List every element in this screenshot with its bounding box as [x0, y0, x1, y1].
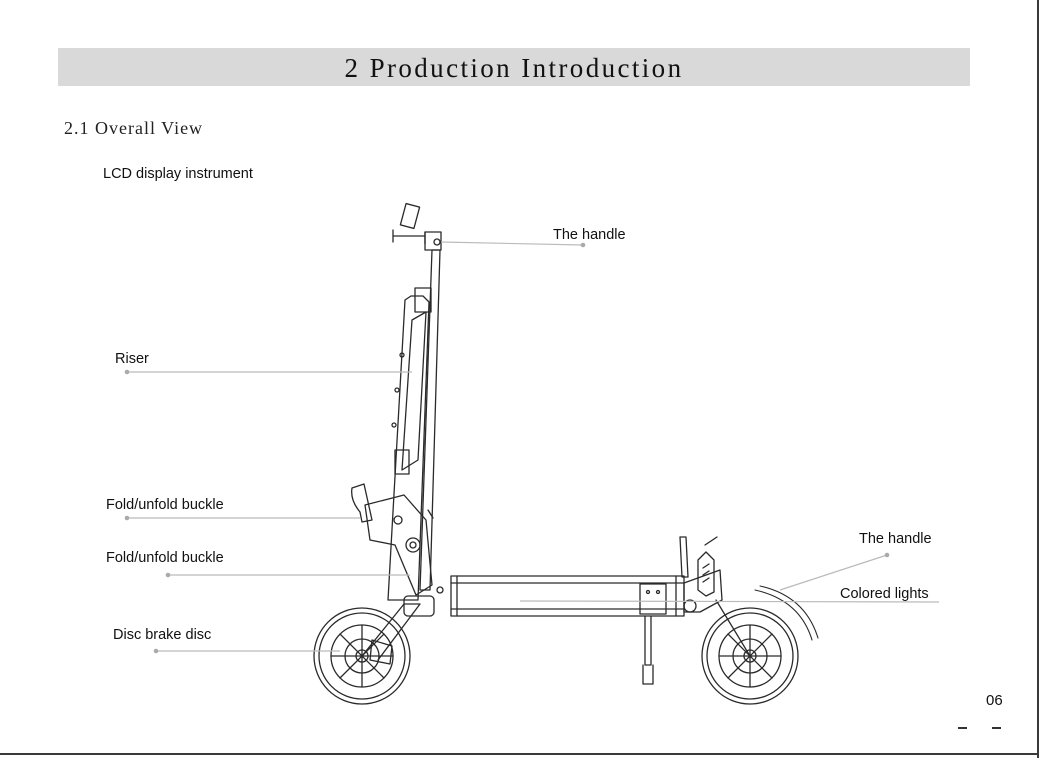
label-disc-brake: Disc brake disc [113, 627, 211, 643]
label-riser: Riser [115, 351, 149, 367]
label-fold-buckle-upper: Fold/unfold buckle [106, 497, 224, 513]
page-dash-left [958, 727, 967, 729]
label-lcd-display: LCD display instrument [103, 166, 253, 182]
kickstand [643, 616, 653, 684]
label-fold-buckle-lower: Fold/unfold buckle [106, 550, 224, 566]
handlebar-top [393, 204, 441, 250]
fold-hinge [352, 484, 443, 595]
label-colored-lights: Colored lights [840, 586, 929, 602]
label-handle-rear: The handle [859, 531, 932, 547]
page-dash-right [992, 727, 1001, 729]
deck [451, 576, 684, 616]
rear-swingarm [680, 537, 750, 656]
page-number: 06 [986, 692, 1003, 709]
label-handle-top: The handle [553, 227, 626, 243]
